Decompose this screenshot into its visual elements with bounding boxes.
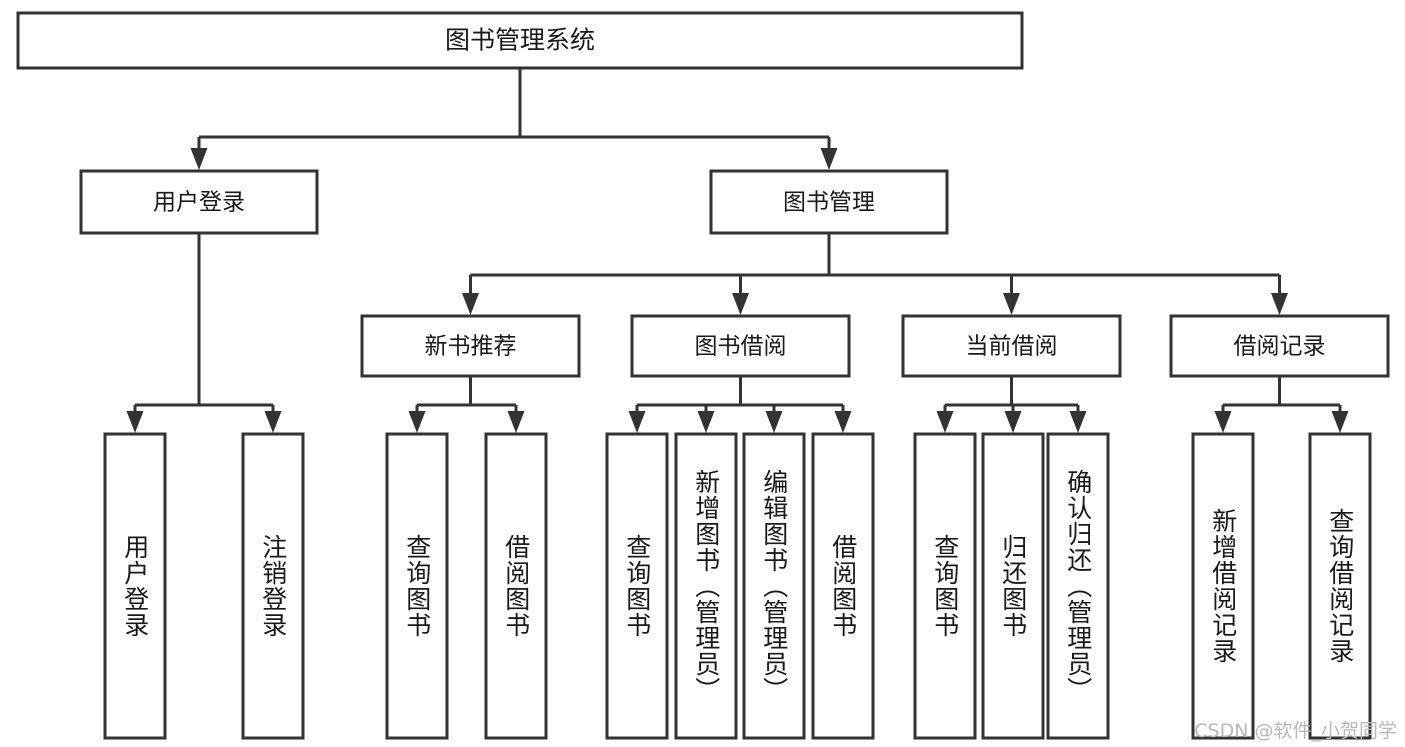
arrow-head-icon: [697, 411, 715, 433]
connector-group-user-login: [126, 233, 282, 433]
node-box-leaf-add-record[interactable]: [1191, 432, 1255, 740]
node-label-root: 图书管理系统: [445, 26, 595, 55]
arrow-head-icon: [126, 411, 144, 433]
arrow-head-icon: [732, 293, 749, 315]
node-box-user-login[interactable]: [79, 169, 319, 235]
arrow-head-icon: [1069, 411, 1087, 433]
arrow-head-icon: [834, 411, 852, 433]
connector-group-book-borrow: [628, 376, 852, 433]
arrow-head-icon: [1271, 293, 1288, 315]
node-box-leaf-add-book[interactable]: [674, 432, 738, 740]
node-user-login[interactable]: 用户登录: [79, 169, 319, 235]
arrow-head-icon: [936, 411, 954, 433]
connector-group-root: [190, 68, 838, 170]
node-box-leaf-confirm-return[interactable]: [1046, 432, 1110, 740]
node-box-borrow-record[interactable]: [1169, 314, 1390, 378]
node-box-leaf-query-book-1[interactable]: [385, 432, 449, 740]
arrow-head-icon: [1004, 411, 1022, 433]
node-box-leaf-query-book-2[interactable]: [605, 432, 669, 740]
node-leaf-query-record[interactable]: [1308, 432, 1372, 740]
node-book-borrow[interactable]: 图书借阅: [630, 314, 851, 378]
node-label-borrow-record: 借阅记录: [1234, 334, 1326, 360]
node-label-book-manage: 图书管理: [783, 190, 875, 216]
node-borrow-record[interactable]: 借阅记录: [1169, 314, 1390, 378]
node-box-root[interactable]: [16, 11, 1024, 70]
node-box-leaf-user-login[interactable]: [103, 432, 167, 740]
arrow-head-icon: [1331, 411, 1349, 433]
node-leaf-borrow-book-1[interactable]: [484, 432, 548, 740]
arrow-head-icon: [1214, 411, 1232, 433]
node-leaf-add-record[interactable]: [1191, 432, 1255, 740]
node-label-current-borrow: 当前借阅: [966, 334, 1058, 360]
arrow-head-icon: [628, 411, 646, 433]
node-box-leaf-edit-book[interactable]: [742, 432, 806, 740]
node-leaf-confirm-return[interactable]: [1046, 432, 1110, 740]
node-root[interactable]: 图书管理系统: [16, 11, 1024, 70]
node-leaf-query-book-1[interactable]: [385, 432, 449, 740]
arrow-head-icon: [408, 411, 426, 433]
node-leaf-borrow-book-2[interactable]: [811, 432, 875, 740]
node-box-new-book-rec[interactable]: [360, 314, 581, 378]
arrow-head-icon: [1003, 293, 1020, 315]
connector-group-borrow-record: [1214, 376, 1349, 433]
node-leaf-query-book-2[interactable]: [605, 432, 669, 740]
watermark-text: CSDN @软件_小贺同学: [1194, 720, 1397, 742]
node-box-leaf-query-record[interactable]: [1308, 432, 1372, 740]
node-box-book-borrow[interactable]: [630, 314, 851, 378]
node-label-new-book-rec: 新书推荐: [425, 334, 517, 360]
arrow-head-icon: [190, 148, 208, 170]
node-box-leaf-query-book-3[interactable]: [913, 432, 977, 740]
node-book-manage[interactable]: 图书管理: [709, 169, 949, 235]
arrow-head-icon: [264, 411, 282, 433]
node-leaf-user-login[interactable]: [103, 432, 167, 740]
node-new-book-rec[interactable]: 新书推荐: [360, 314, 581, 378]
connector-group-current-borrow: [936, 376, 1087, 433]
node-leaf-return-book[interactable]: [981, 432, 1045, 740]
node-box-current-borrow[interactable]: [901, 314, 1122, 378]
arrow-head-icon: [507, 411, 525, 433]
arrow-head-icon: [765, 411, 783, 433]
connector-group-book-manage: [462, 233, 1288, 315]
node-box-book-manage[interactable]: [709, 169, 949, 235]
connector-group-new-book-rec: [408, 376, 525, 433]
node-leaf-edit-book[interactable]: [742, 432, 806, 740]
node-current-borrow[interactable]: 当前借阅: [901, 314, 1122, 378]
node-leaf-logout[interactable]: [241, 432, 305, 740]
node-box-leaf-borrow-book-2[interactable]: [811, 432, 875, 740]
arrow-head-icon: [820, 148, 838, 170]
arrow-head-icon: [462, 293, 479, 315]
node-leaf-add-book[interactable]: [674, 432, 738, 740]
node-box-leaf-borrow-book-1[interactable]: [484, 432, 548, 740]
node-label-user-login: 用户登录: [153, 190, 245, 216]
node-leaf-query-book-3[interactable]: [913, 432, 977, 740]
node-box-leaf-return-book[interactable]: [981, 432, 1045, 740]
node-label-book-borrow: 图书借阅: [695, 334, 787, 360]
node-box-leaf-logout[interactable]: [241, 432, 305, 740]
